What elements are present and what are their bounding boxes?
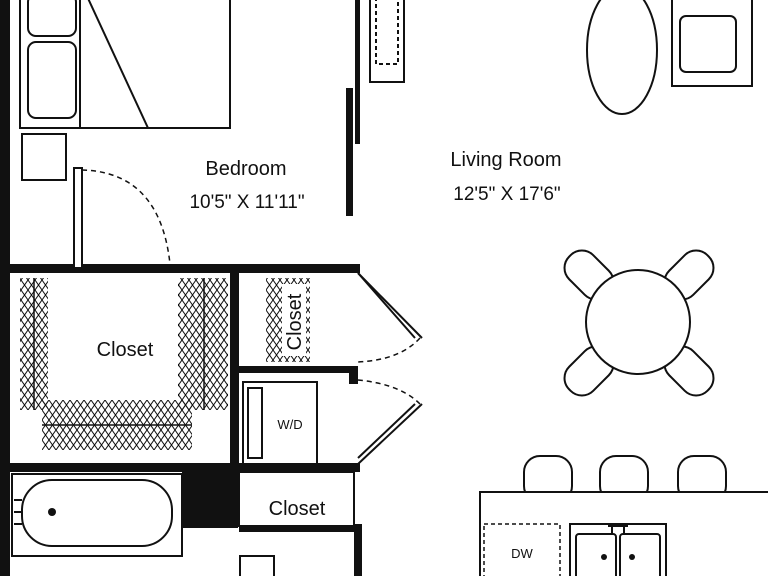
living-room-dims: 12'5" X 17'6" (453, 184, 560, 205)
bed-living-partition (346, 88, 353, 216)
linen-closet-label: Closet (284, 293, 306, 350)
walk-in-closet-label: Closet (97, 339, 154, 361)
walls (0, 0, 362, 576)
walk-in-closet-hangers (20, 278, 228, 450)
pillow (27, 0, 77, 37)
closet-divider-wall (230, 264, 239, 470)
dishwasher-label: DW (511, 546, 533, 561)
hall-closet-rect (238, 471, 355, 527)
tub-drain (48, 508, 56, 516)
washer-dryer-panel (247, 387, 263, 459)
sofa (671, 0, 753, 87)
linen-closet-bottom-wall (239, 366, 357, 373)
wd-right-wall (349, 366, 358, 384)
linen-closet-door (357, 272, 416, 339)
dining-set (563, 249, 715, 397)
bedroom-door-swing (81, 169, 171, 265)
wd-door (357, 403, 423, 465)
dining-table (585, 269, 691, 375)
bedroom-door-jamb (73, 167, 83, 269)
nightstand (21, 133, 67, 181)
kitchen-wall (354, 528, 362, 576)
bed (19, 0, 231, 129)
linen-door-swing (357, 337, 421, 363)
tub-faucet (14, 499, 22, 525)
faucet (608, 524, 628, 534)
left-exterior-wall (0, 0, 10, 576)
bedroom-name: Bedroom (205, 158, 286, 180)
washer-dryer-label: W/D (277, 417, 302, 432)
bath-plumbing-chase (182, 470, 238, 528)
tv-console (369, 0, 405, 83)
sink-drain (601, 554, 607, 560)
coffee-table (586, 0, 658, 115)
hall-closet-bottom (239, 524, 362, 532)
sink-drain (629, 554, 635, 560)
dishwasher (483, 523, 561, 576)
linen-closet (266, 278, 310, 362)
kitchen-sink (569, 523, 667, 576)
vanity (239, 555, 275, 576)
bath-top-wall (10, 463, 360, 472)
bedroom-closet-wall (10, 264, 360, 273)
pillow (27, 41, 77, 119)
wd-door (357, 403, 416, 459)
bathtub (11, 473, 183, 557)
wd-door-swing (357, 379, 421, 405)
bed-living-partition-upper (355, 0, 360, 144)
bar-stools (523, 455, 727, 503)
hall-closet-label: Closet (269, 498, 326, 520)
bedroom-dims: 10'5" X 11'11" (189, 192, 304, 213)
living-room-name: Living Room (450, 149, 561, 171)
